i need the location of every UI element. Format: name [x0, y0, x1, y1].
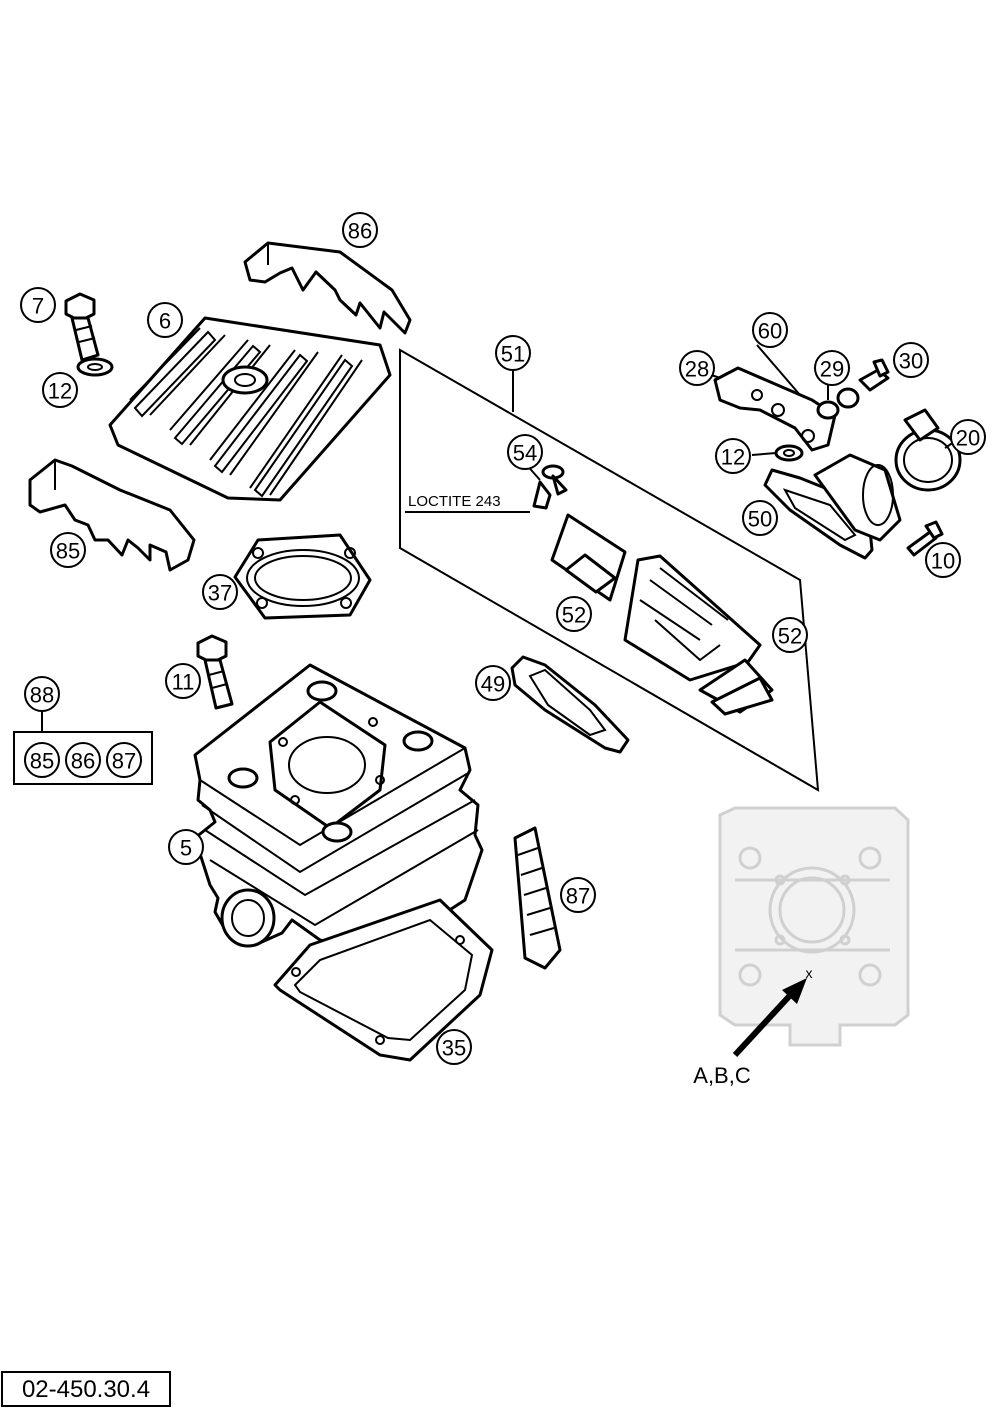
callout-49-label: 49: [481, 672, 505, 697]
reed-petal-52-upper: [550, 513, 627, 602]
x-mark-label: x: [806, 965, 813, 981]
callout-12-right: 12: [715, 438, 751, 474]
washer-12-left: [76, 357, 114, 377]
kit-item-87: 87: [106, 742, 142, 778]
loctite-label: LOCTITE 243: [408, 493, 501, 510]
callout-30-label: 30: [899, 349, 923, 374]
callout-28: 28: [679, 350, 715, 386]
cylinder-head-6: [108, 316, 392, 502]
bolt-10: [906, 520, 944, 557]
callout-52-lower: 52: [772, 617, 808, 653]
callout-28-label: 28: [685, 357, 709, 382]
cylinder-marking-reference: x: [718, 806, 910, 1058]
callout-51-label: 51: [501, 342, 525, 367]
callout-7: 7: [20, 287, 56, 323]
callout-37-label: 37: [208, 581, 232, 606]
callout-12-left: 12: [42, 372, 78, 408]
callout-50-label: 50: [748, 507, 772, 532]
callout-35: 35: [436, 1029, 472, 1065]
callout-54-label: 54: [513, 441, 537, 466]
bolt-30: [858, 358, 890, 392]
spacer-87: [513, 826, 562, 970]
cylinder-5: [193, 663, 484, 957]
marking-label: A,B,C: [693, 1063, 751, 1088]
callout-52-lower-label: 52: [778, 624, 802, 649]
callout-20: 20: [950, 419, 986, 455]
callout-86-label: 86: [348, 219, 372, 244]
callout-35-label: 35: [442, 1036, 466, 1061]
callout-10: 10: [925, 542, 961, 578]
kit-item-85: 85: [24, 742, 60, 778]
callout-11-label: 11: [172, 670, 195, 695]
callout-88: 88: [24, 676, 60, 712]
callout-37: 37: [202, 574, 238, 610]
reed-valve-block: [623, 554, 762, 682]
diagram-number-box: [1, 1371, 171, 1407]
bolt-11: [196, 634, 234, 710]
callout-12-left-label: 12: [48, 379, 72, 404]
reed-valve-kit-box-51: [399, 348, 820, 792]
screw-54: [532, 464, 568, 510]
bolt-7: [64, 292, 100, 362]
callout-7-label: 7: [32, 294, 44, 319]
callout-52-upper: 52: [556, 596, 592, 632]
kit-item-87-label: 87: [112, 749, 136, 774]
callout-54: 54: [507, 434, 543, 470]
kit-item-86-label: 86: [71, 749, 95, 774]
reed-petal-52-lower: [698, 658, 774, 716]
kit-item-85-label: 85: [30, 749, 54, 774]
callout-86: 86: [342, 212, 378, 248]
cylinder-bracket-85: [28, 458, 196, 572]
callout-5-label: 5: [180, 836, 192, 861]
spacer-29: [816, 387, 860, 420]
callout-60-label: 60: [758, 319, 782, 344]
diagram-number: 02-450.30.4: [22, 1376, 150, 1403]
callout-88-label: 88: [30, 683, 54, 708]
callout-20-label: 20: [956, 426, 980, 451]
callout-85: 85: [50, 532, 86, 568]
callout-87: 87: [560, 877, 596, 913]
callout-6-label: 6: [159, 309, 171, 334]
callout-11: 11: [165, 663, 201, 699]
callout-29-label: 29: [820, 357, 844, 382]
kit-item-86: 86: [65, 742, 101, 778]
callout-6: 6: [147, 302, 183, 338]
intake-manifold-50: [763, 453, 902, 560]
callout-5: 5: [168, 829, 204, 865]
callout-85-label: 85: [56, 539, 80, 564]
cylinder-head-bracket-86: [243, 241, 412, 335]
callout-50: 50: [742, 500, 778, 536]
callout-52-upper-label: 52: [562, 603, 586, 628]
callout-51: 51: [495, 335, 531, 371]
callout-87-label: 87: [566, 884, 590, 909]
washer-12-right: [774, 444, 804, 462]
callout-30: 30: [893, 342, 929, 378]
intake-gasket-49: [510, 655, 630, 754]
callout-49: 49: [475, 665, 511, 701]
callout-12-right-label: 12: [721, 445, 745, 470]
callout-60: 60: [752, 312, 788, 348]
head-gasket-37: [233, 533, 372, 620]
callout-29: 29: [814, 350, 850, 386]
hose-clamp-20: [894, 408, 962, 492]
base-gasket-35: [273, 898, 494, 1062]
mounting-plate-28: [713, 366, 837, 452]
callout-10-label: 10: [931, 549, 955, 574]
